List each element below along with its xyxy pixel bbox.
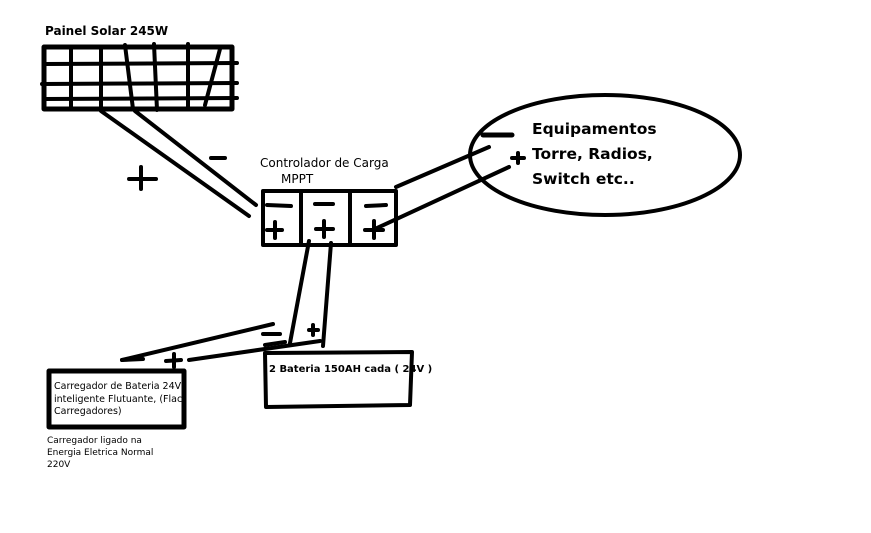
panel-sign-marks xyxy=(127,156,227,191)
equipment-line: Switch etc.. xyxy=(532,170,635,188)
controller-sublabel: MPPT xyxy=(281,172,314,186)
battery-box xyxy=(263,350,414,409)
charger-line: Carregador de Bateria 24V xyxy=(54,381,182,392)
battery-label: 2 Bateria 150AH cada ( 24V ) xyxy=(269,364,433,375)
solar-panel-label: Painel Solar 245W xyxy=(45,24,169,38)
equipment-label: Equipamentos Torre, Radios, Switch etc.. xyxy=(532,117,657,192)
equipment-ellipse xyxy=(468,93,742,217)
charger-note-line: 220V xyxy=(47,460,71,470)
charger-line: inteligente Flutuante, (Flach xyxy=(54,393,186,405)
equipment-line: Equipamentos xyxy=(532,120,657,138)
load-wires xyxy=(373,145,511,231)
charger-note: Carregador ligado na Energia Eletrica No… xyxy=(47,435,153,471)
equipment-line: Torre, Radios, xyxy=(532,145,653,163)
battery-wires xyxy=(120,239,333,369)
charger-box xyxy=(46,368,187,430)
charger-line: Carregadores) xyxy=(54,406,122,417)
charge-controller-box xyxy=(261,189,398,247)
panel-wires xyxy=(99,109,258,218)
charger-note-line: Carregador ligado na xyxy=(47,436,142,446)
solar-panel xyxy=(40,42,239,112)
charger-note-line: Energia Eletrica Normal xyxy=(47,448,154,458)
charger-label: Carregador de Bateria 24V inteligente Fl… xyxy=(54,381,186,419)
controller-label: Controlador de Carga xyxy=(260,156,389,170)
